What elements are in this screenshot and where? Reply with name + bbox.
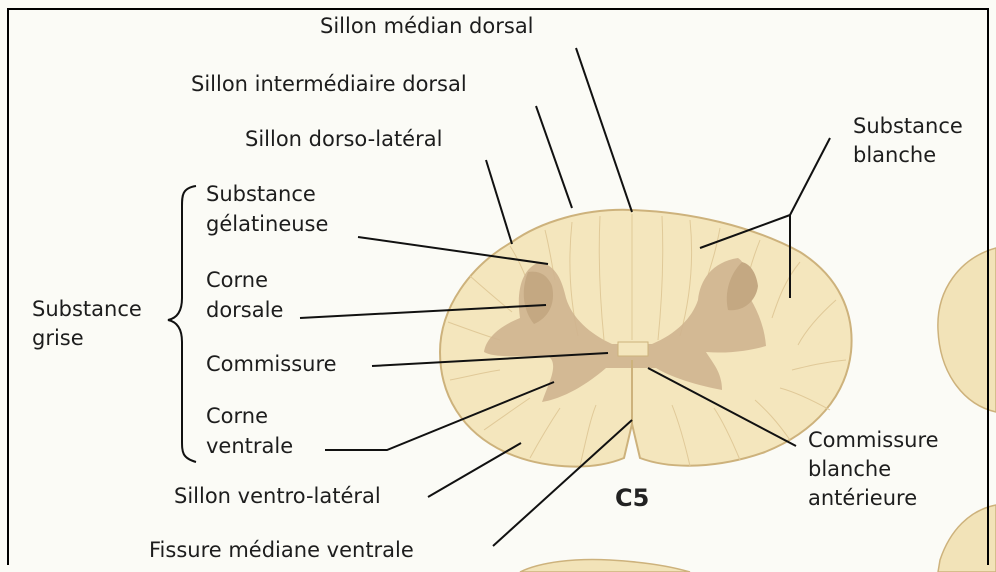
label-substance-blanche-1: Substance: [853, 114, 963, 138]
label-substance-gelatineuse-2: gélatineuse: [206, 212, 328, 236]
label-corne-ventrale-2: ventrale: [206, 434, 293, 458]
frame-border-top: [7, 8, 989, 10]
label-substance-grise-2: grise: [32, 326, 84, 350]
neighbor-section-bottom-left: [520, 560, 690, 572]
label-corne-ventrale-1: Corne: [206, 404, 268, 428]
label-substance-grise-1: Substance: [32, 297, 142, 321]
label-sillon-dorso-lateral: Sillon dorso-latéral: [245, 127, 442, 151]
frame-border-right: [987, 8, 989, 565]
frame-border-left: [7, 8, 9, 565]
label-sillon-median-dorsal: Sillon médian dorsal: [320, 14, 534, 38]
label-commissure: Commissure: [206, 352, 337, 376]
label-section-level: C5: [615, 486, 649, 510]
label-sillon-ventro-lateral: Sillon ventro-latéral: [174, 484, 381, 508]
label-corne-dorsale-1: Corne: [206, 268, 268, 292]
label-commissure-blanche-3: antérieure: [808, 486, 917, 510]
label-substance-blanche-2: blanche: [853, 143, 936, 167]
label-fissure-mediane-ventrale: Fissure médiane ventrale: [149, 538, 414, 562]
label-commissure-blanche-1: Commissure: [808, 428, 939, 452]
label-sillon-intermediaire-dorsal: Sillon intermédiaire dorsal: [191, 72, 467, 96]
substance-grise-brace: [168, 186, 196, 462]
label-substance-gelatineuse-1: Substance: [206, 182, 316, 206]
label-commissure-blanche-2: blanche: [808, 457, 891, 481]
label-corne-dorsale-2: dorsale: [206, 298, 283, 322]
